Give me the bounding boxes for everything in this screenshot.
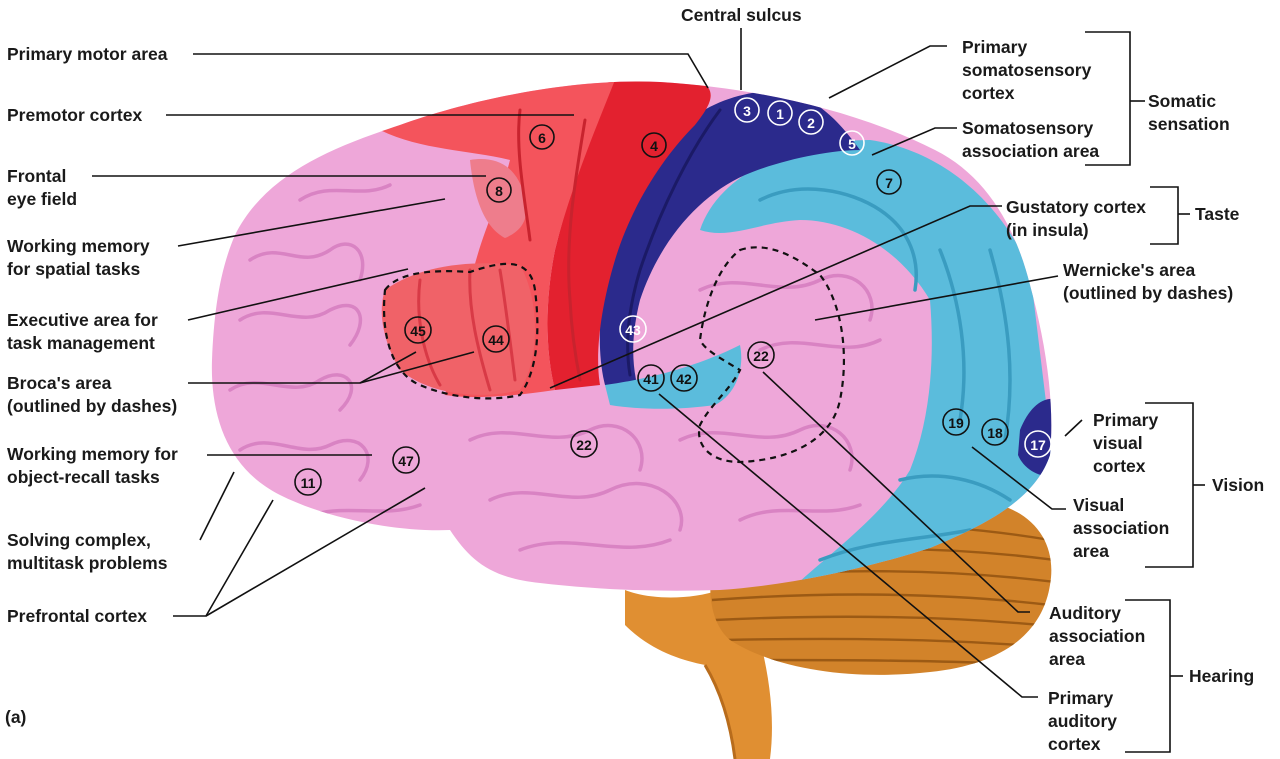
brocas-area-label-line1: Broca's area [7, 373, 112, 393]
vision-label: Vision [1212, 475, 1264, 495]
area-19-number: 19 [948, 415, 964, 431]
auditory-association-label-line3: area [1049, 649, 1085, 669]
gustatory-cortex-label-line2: (in insula) [1006, 220, 1089, 240]
visual-association-label-line3: area [1073, 541, 1109, 561]
solving-complex-label-line2: multitask problems [7, 553, 168, 573]
somatosensory-association-label-line2: association area [962, 141, 1099, 161]
auditory-association-label-line1: Auditory [1049, 603, 1121, 623]
primary-auditory-label-line3: cortex [1048, 734, 1101, 754]
brodmann-area-markers: 3 1 2 5 7 6 4 8 45 44 43 41 42 22 22 47 … [294, 97, 1052, 496]
primary-auditory-label-line2: auditory [1048, 711, 1117, 731]
area-44-number: 44 [488, 332, 504, 348]
area-8-number: 8 [495, 183, 503, 199]
frontal-eye-field-label-line2: eye field [7, 189, 77, 209]
panel-letter: (a) [5, 707, 26, 727]
area-3-number: 3 [743, 103, 751, 119]
area-1-number: 1 [776, 106, 784, 122]
group-brackets [1085, 31, 1205, 753]
area-43-number: 43 [625, 322, 641, 338]
primary-somatosensory-label-line1: Primary [962, 37, 1027, 57]
primary-visual-label-line2: visual [1093, 433, 1143, 453]
working-memory-object-label-line2: object-recall tasks [7, 467, 160, 487]
prefrontal-cortex-label: Prefrontal cortex [7, 606, 147, 626]
premotor-cortex-label: Premotor cortex [7, 105, 142, 125]
right-labels: Primary somatosensory cortex Somatosenso… [962, 37, 1264, 754]
hearing-label: Hearing [1189, 666, 1254, 686]
primary-motor-area-label: Primary motor area [7, 44, 168, 64]
area-22-upper-number: 22 [753, 348, 769, 364]
left-labels: Central sulcus Primary motor area Premot… [5, 5, 802, 727]
visual-association-label-line2: association [1073, 518, 1169, 538]
gustatory-cortex-label-line1: Gustatory cortex [1006, 197, 1146, 217]
working-memory-spatial-label-line1: Working memory [7, 236, 150, 256]
wernickes-area-label-line2: (outlined by dashes) [1063, 283, 1233, 303]
area-42-number: 42 [676, 371, 692, 387]
premotor-region [380, 81, 615, 398]
primary-somatosensory-label-line2: somatosensory [962, 60, 1092, 80]
primary-visual-label-line1: Primary [1093, 410, 1158, 430]
frontal-eye-field-label-line1: Frontal [7, 166, 66, 186]
area-17-number: 17 [1030, 437, 1046, 453]
auditory-association-label-line2: association [1049, 626, 1145, 646]
area-7-number: 7 [885, 175, 893, 191]
somatic-sensation-label-line1: Somatic [1148, 91, 1216, 111]
area-18-number: 18 [987, 425, 1003, 441]
brocas-area-label-line2: (outlined by dashes) [7, 396, 177, 416]
area-11-number: 11 [301, 475, 316, 491]
primary-somatosensory-label-line3: cortex [962, 83, 1015, 103]
somatosensory-region [599, 91, 860, 395]
area-5-number: 5 [848, 136, 856, 152]
central-sulcus-label: Central sulcus [681, 5, 802, 25]
working-memory-object-label-line1: Working memory for [7, 444, 178, 464]
executive-area-label-line1: Executive area for [7, 310, 158, 330]
area-2-number: 2 [807, 115, 815, 131]
leader-lines [92, 28, 1083, 698]
solving-complex-label-line1: Solving complex, [7, 530, 151, 550]
somatosensory-association-label-line1: Somatosensory [962, 118, 1094, 138]
working-memory-spatial-label-line2: for spatial tasks [7, 259, 141, 279]
executive-area-label-line2: task management [7, 333, 155, 353]
visual-association-label-line1: Visual [1073, 495, 1124, 515]
primary-motor-region [547, 81, 711, 390]
area-45-number: 45 [410, 323, 426, 339]
primary-visual-label-line3: cortex [1093, 456, 1146, 476]
area-6-number: 6 [538, 130, 546, 146]
wernickes-area-label-line1: Wernicke's area [1063, 260, 1196, 280]
taste-label: Taste [1195, 204, 1240, 224]
somatic-sensation-label-line2: sensation [1148, 114, 1230, 134]
area-22-lower-number: 22 [576, 437, 592, 453]
area-4-number: 4 [650, 138, 658, 154]
area-41-number: 41 [643, 371, 659, 387]
primary-auditory-label-line1: Primary [1048, 688, 1113, 708]
wernickes-area-outline [697, 246, 846, 464]
area-47-number: 47 [398, 453, 414, 469]
